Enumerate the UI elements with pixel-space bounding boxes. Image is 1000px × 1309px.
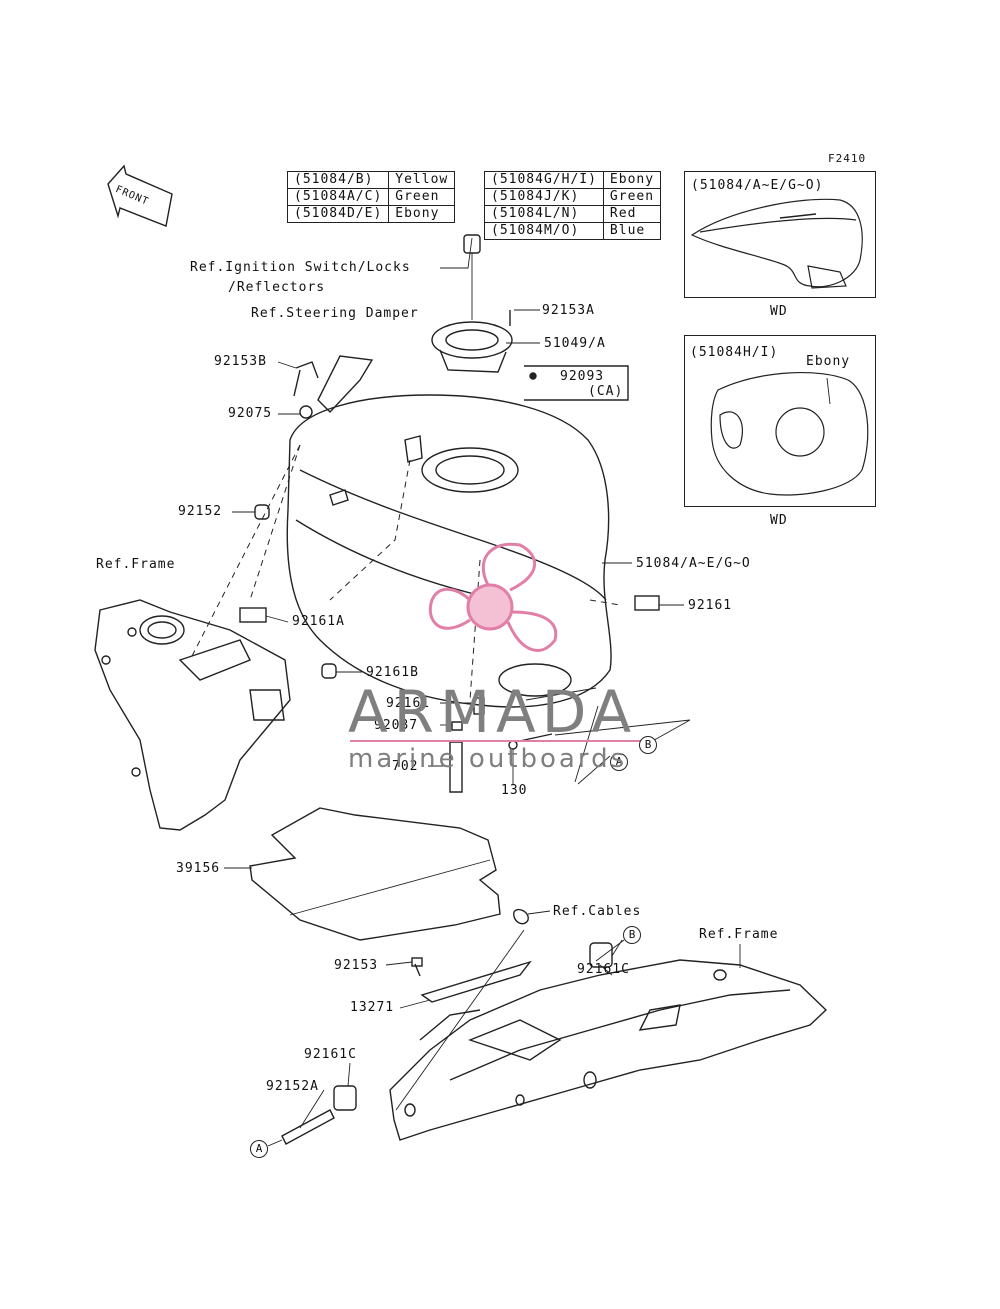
rear-frame (389, 959, 828, 1141)
diagram-code: F2410 (828, 152, 867, 165)
part-cell: (51084A/C) (286, 188, 390, 206)
note-92093-part: 92093 (560, 369, 605, 384)
label-ref-ignition-2: /Reflectors (228, 280, 326, 295)
label-ref-cables: Ref.Cables (553, 904, 642, 919)
label-92075: 92075 (228, 406, 273, 421)
label-702: 702 (392, 759, 419, 774)
table-row: (51084G/H/I) Ebony (484, 171, 662, 189)
table-row: (51084/B) Yellow (286, 171, 456, 189)
color-cell: Ebony (388, 205, 456, 223)
front-frame (94, 599, 291, 831)
label-92161A: 92161A (292, 614, 345, 629)
label-ref-frame-front: Ref.Frame (96, 557, 176, 572)
label-92153B: 92153B (214, 354, 267, 369)
label-39156: 39156 (176, 861, 221, 876)
label-130: 130 (501, 783, 528, 798)
table-row: (51084J/K) Green (484, 188, 662, 206)
steering-damper-bracket (293, 355, 374, 419)
inset-box-top (684, 171, 876, 298)
callout-a-upper: A (610, 753, 628, 771)
part-cell: (51084D/E) (286, 205, 390, 223)
label-92161B: 92161B (366, 665, 419, 680)
tank-mat (249, 807, 501, 941)
label-92152: 92152 (178, 504, 223, 519)
inset-box-bottom (684, 335, 876, 507)
label-51084: 51084/A~E/G~O (636, 556, 751, 571)
watermark-subtitle: marine outboards (348, 744, 628, 774)
part-cell: (51084/B) (286, 171, 390, 189)
label-51049A: 51049/A (544, 336, 606, 351)
label-92161: 92161 (688, 598, 733, 613)
label-92037: 92037 (374, 718, 419, 733)
color-cell: Green (602, 188, 662, 206)
color-cell: Yellow (388, 171, 456, 189)
label-92152A: 92152A (266, 1079, 319, 1094)
fuel-tank (286, 394, 612, 708)
color-cell: Red (602, 205, 662, 223)
color-cell: Green (388, 188, 456, 206)
callout-a-lower: A (250, 1140, 268, 1158)
table-row: (51084M/O) Blue (484, 222, 662, 240)
part-cell: (51084J/K) (484, 188, 604, 206)
part-cell: (51084M/O) (484, 222, 604, 240)
callout-b-upper: B (639, 736, 657, 754)
front-arrow-icon (107, 164, 173, 227)
label-92153A: 92153A (542, 303, 595, 318)
color-cell: Blue (602, 222, 662, 240)
label-92153: 92153 (334, 958, 379, 973)
label-ref-frame-rear: Ref.Frame (699, 927, 779, 942)
part-cell: (51084L/N) (484, 205, 604, 223)
table-row: (51084A/C) Green (286, 188, 456, 206)
inset-bottom-caption: WD (770, 513, 788, 528)
watermark-propeller-icon (428, 542, 558, 652)
table-row: (51084D/E) Ebony (286, 205, 456, 223)
inset-top-header: (51084/A~E/G~O) (691, 178, 824, 193)
color-table-left: (51084/B) Yellow (51084A/C) Green (51084… (286, 171, 456, 223)
part-cell: (51084G/H/I) (484, 171, 604, 189)
callout-b-lower: B (623, 926, 641, 944)
label-ref-steering-damper: Ref.Steering Damper (251, 306, 419, 321)
filler-cap (431, 234, 513, 373)
label-13271: 13271 (350, 1000, 395, 1015)
inset-bottom-note: Ebony (806, 354, 851, 369)
color-table-right: (51084G/H/I) Ebony (51084J/K) Green (510… (484, 171, 662, 240)
watermark-title: ARMADA (348, 678, 638, 746)
inset-top-caption: WD (770, 304, 788, 319)
note-92093-region: (CA) (588, 384, 624, 399)
label-92161-mid: 92161 (386, 696, 431, 711)
table-row: (51084L/N) Red (484, 205, 662, 223)
label-92161C-right: 92161C (577, 962, 630, 977)
label-92161C-left: 92161C (304, 1047, 357, 1062)
label-ref-ignition: Ref.Ignition Switch/Locks (190, 260, 411, 275)
color-cell: Ebony (602, 171, 662, 189)
inset-bottom-header: (51084H/I) (690, 345, 779, 360)
